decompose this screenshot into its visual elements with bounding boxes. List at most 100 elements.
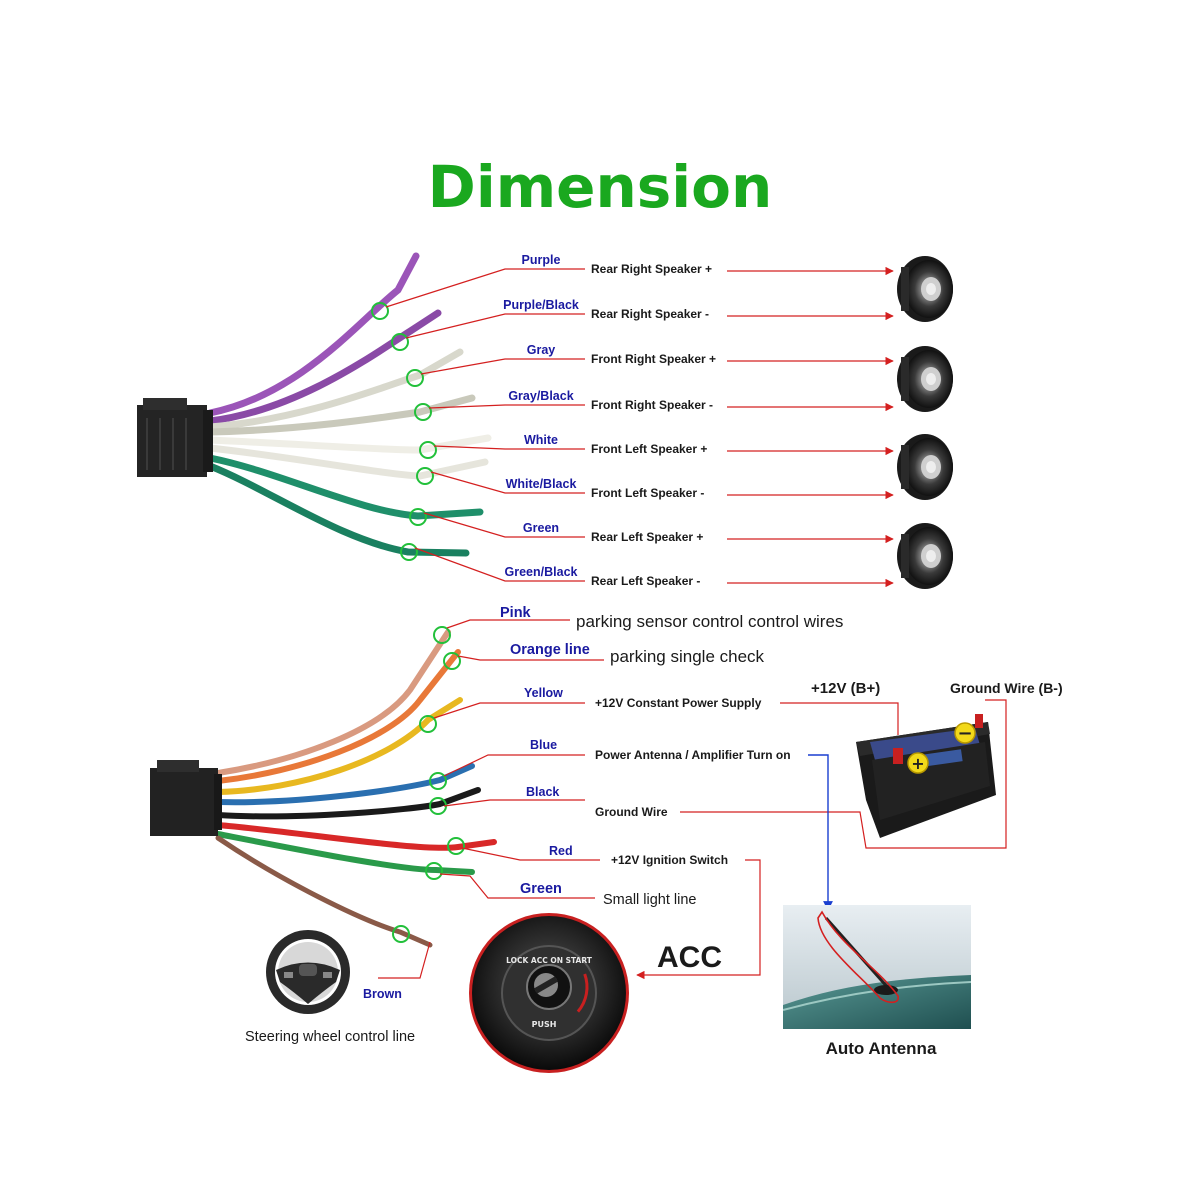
wire-orange [215,649,461,784]
marker-green [409,508,427,526]
label-black-function: Ground Wire [595,805,668,819]
speaker-icon [897,523,953,589]
marker-gray [406,369,424,387]
wire-white-black [206,444,489,480]
label-orange-function: parking single check [610,647,765,666]
leader-small-light [439,873,595,899]
label-gray-color: Gray [527,343,556,357]
label-pink-function: parking sensor control control wires [576,612,843,631]
positive-symbol: + [911,754,924,773]
speaker-icon [897,434,953,500]
label-red-color: Red [549,844,573,858]
marker-orange [443,652,461,670]
leader-orange [457,655,604,661]
ignition-ring-text: LOCK ACC ON START [506,956,593,965]
antenna-photo [783,905,971,1029]
label-red-function: +12V Ignition Switch [611,853,728,867]
marker-green-black [400,543,418,561]
label-yellow-function: +12V Constant Power Supply [595,696,762,710]
label-white-black-color: White/Black [506,477,577,491]
leader-purple-black [405,313,585,339]
label-green-function: Rear Left Speaker + [591,530,703,544]
power-harness [150,629,497,948]
marker-white-black [416,467,434,485]
label-small-light-color: Green [520,881,562,897]
marker-red [447,837,465,855]
marker-gray-black [414,403,432,421]
negative-symbol: − [957,723,972,744]
leader-battery-positive [780,702,899,735]
label-white-black-function: Front Left Speaker - [591,486,704,500]
steering-wheel-icon [266,930,350,1014]
label-white-color: White [524,433,558,447]
wire-black [215,787,481,820]
marker-brown [392,925,410,943]
label-white-function: Front Left Speaker + [591,442,707,456]
leader-pink [446,619,570,629]
label-gray-function: Front Right Speaker + [591,352,716,366]
ignition-push-text: PUSH [532,1020,557,1029]
marker-small-light [425,862,443,880]
wire-green-black [206,462,470,557]
upper-connector-block [137,398,213,477]
power-rows: Pink parking sensor control control wire… [245,605,843,1045]
leader-green [423,512,585,538]
battery-negative-label: Ground Wire (B-) [950,680,1063,696]
leader-gray-black [428,404,585,409]
label-pink-color: Pink [500,605,532,621]
wire-pink [215,629,451,776]
label-purple-function: Rear Right Speaker + [591,262,712,276]
lower-connector-block [150,760,222,836]
ignition-switch-icon: LOCK ACC ON START PUSH [469,913,629,1073]
label-gray-black-color: Gray/Black [508,389,573,403]
label-yellow-color: Yellow [524,686,563,700]
wire-blue [215,763,475,806]
wire-small-light [215,831,475,875]
label-brown-function: Steering wheel control line [245,1029,415,1045]
label-purple-black-function: Rear Right Speaker - [591,307,709,321]
wire-white [206,434,492,454]
speaker-icon [897,256,953,322]
wire-yellow [215,697,463,795]
label-black-color: Black [526,785,559,799]
marker-yellow [419,715,437,733]
marker-blue [429,772,447,790]
power-wires [215,629,497,948]
leader-purple [385,268,585,308]
leader-ignition [636,859,761,980]
label-small-light-function: Small light line [603,892,697,908]
marker-pink [433,626,451,644]
speaker-harness [137,252,492,557]
wire-brown [215,835,433,948]
leader-black [443,799,585,807]
leader-yellow [433,702,585,719]
speaker-icon [897,346,953,412]
wire-green [206,454,484,520]
page-title: Dimension [428,153,773,221]
leader-blue [443,754,585,777]
speaker-icons [897,256,953,589]
positive-terminal-icon [907,752,929,774]
negative-terminal-icon [954,722,976,744]
leader-gray [420,358,585,375]
label-green-black-function: Rear Left Speaker - [591,574,700,588]
leader-antenna [808,754,833,911]
label-purple-color: Purple [522,253,561,267]
label-green-black-color: Green/Black [505,565,578,579]
wire-gray [206,348,464,431]
wire-gray-black [206,394,476,436]
leader-green-black [414,547,585,582]
label-gray-black-function: Front Right Speaker - [591,398,713,412]
label-brown-color: Brown [363,987,402,1001]
battery-positive-label: +12V (B+) [811,680,880,697]
label-blue-function: Power Antenna / Amplifier Turn on [595,748,791,762]
leader-white [433,445,585,450]
wire-purple [206,252,420,417]
leader-red [461,847,600,861]
label-green-color: Green [523,521,559,535]
label-blue-color: Blue [530,738,557,752]
marker-white [419,441,437,459]
speaker-wires [206,252,492,557]
